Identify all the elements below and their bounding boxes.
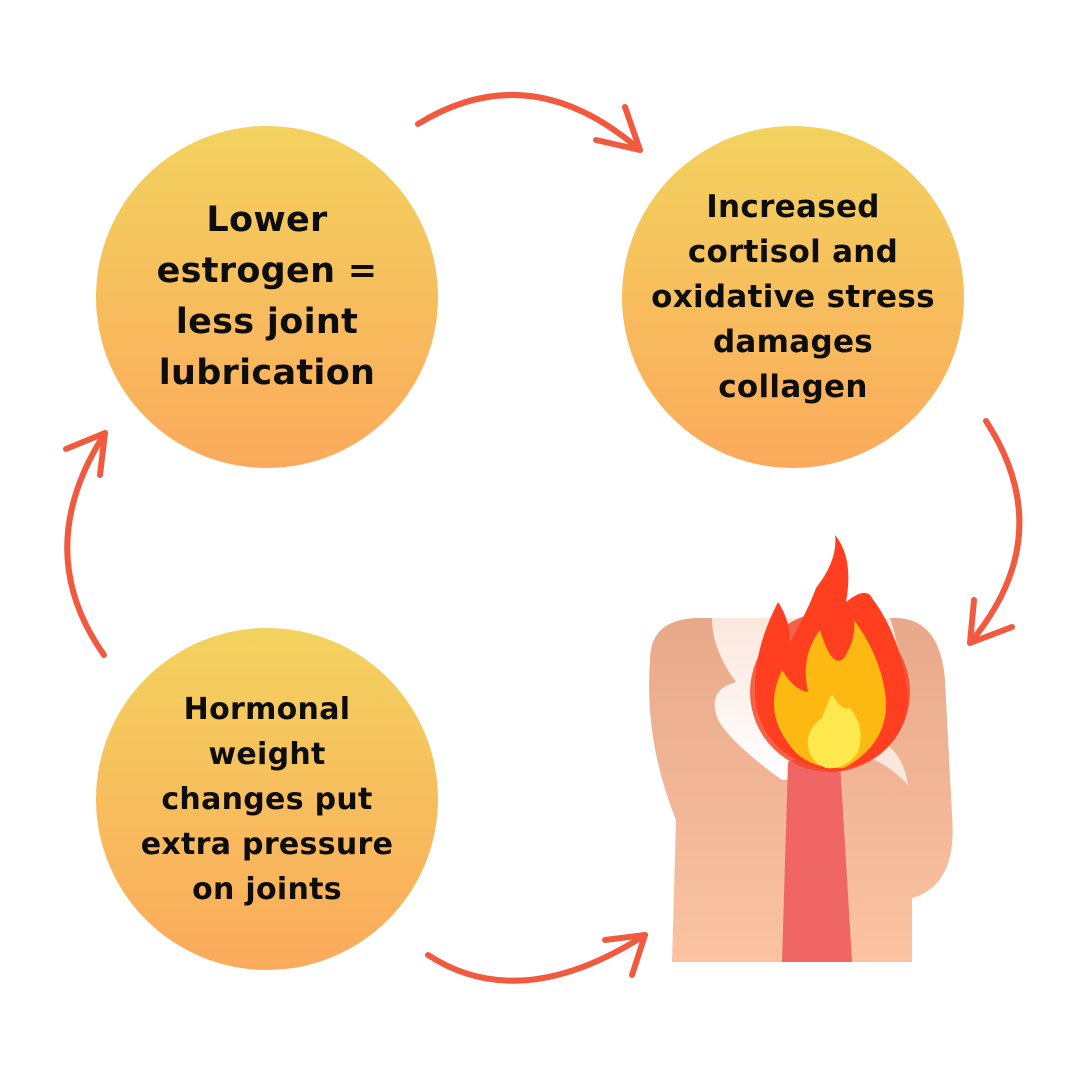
- tendon-shape: [782, 757, 852, 962]
- weight-node-text: Hormonal weight changes put extra pressu…: [140, 691, 394, 907]
- estrogen-node-text: Lower estrogen = less joint lubrication: [156, 200, 378, 393]
- arrow-weight-to-joint: [425, 932, 648, 984]
- inflamed-joint-icon: [649, 535, 953, 962]
- arrow-estrogen-to-cortisol: [415, 91, 643, 153]
- weight-node: Hormonal weight changes put extra pressu…: [96, 628, 438, 970]
- cortisol-node: Increased cortisol and oxidative stress …: [622, 126, 964, 468]
- flame-inner: [807, 694, 861, 769]
- arrow-weight-to-estrogen: [63, 430, 108, 658]
- cortisol-node-text: Increased cortisol and oxidative stress …: [651, 188, 935, 405]
- estrogen-node: Lower estrogen = less joint lubrication: [96, 126, 438, 468]
- arrow-cortisol-to-joint: [967, 418, 1023, 646]
